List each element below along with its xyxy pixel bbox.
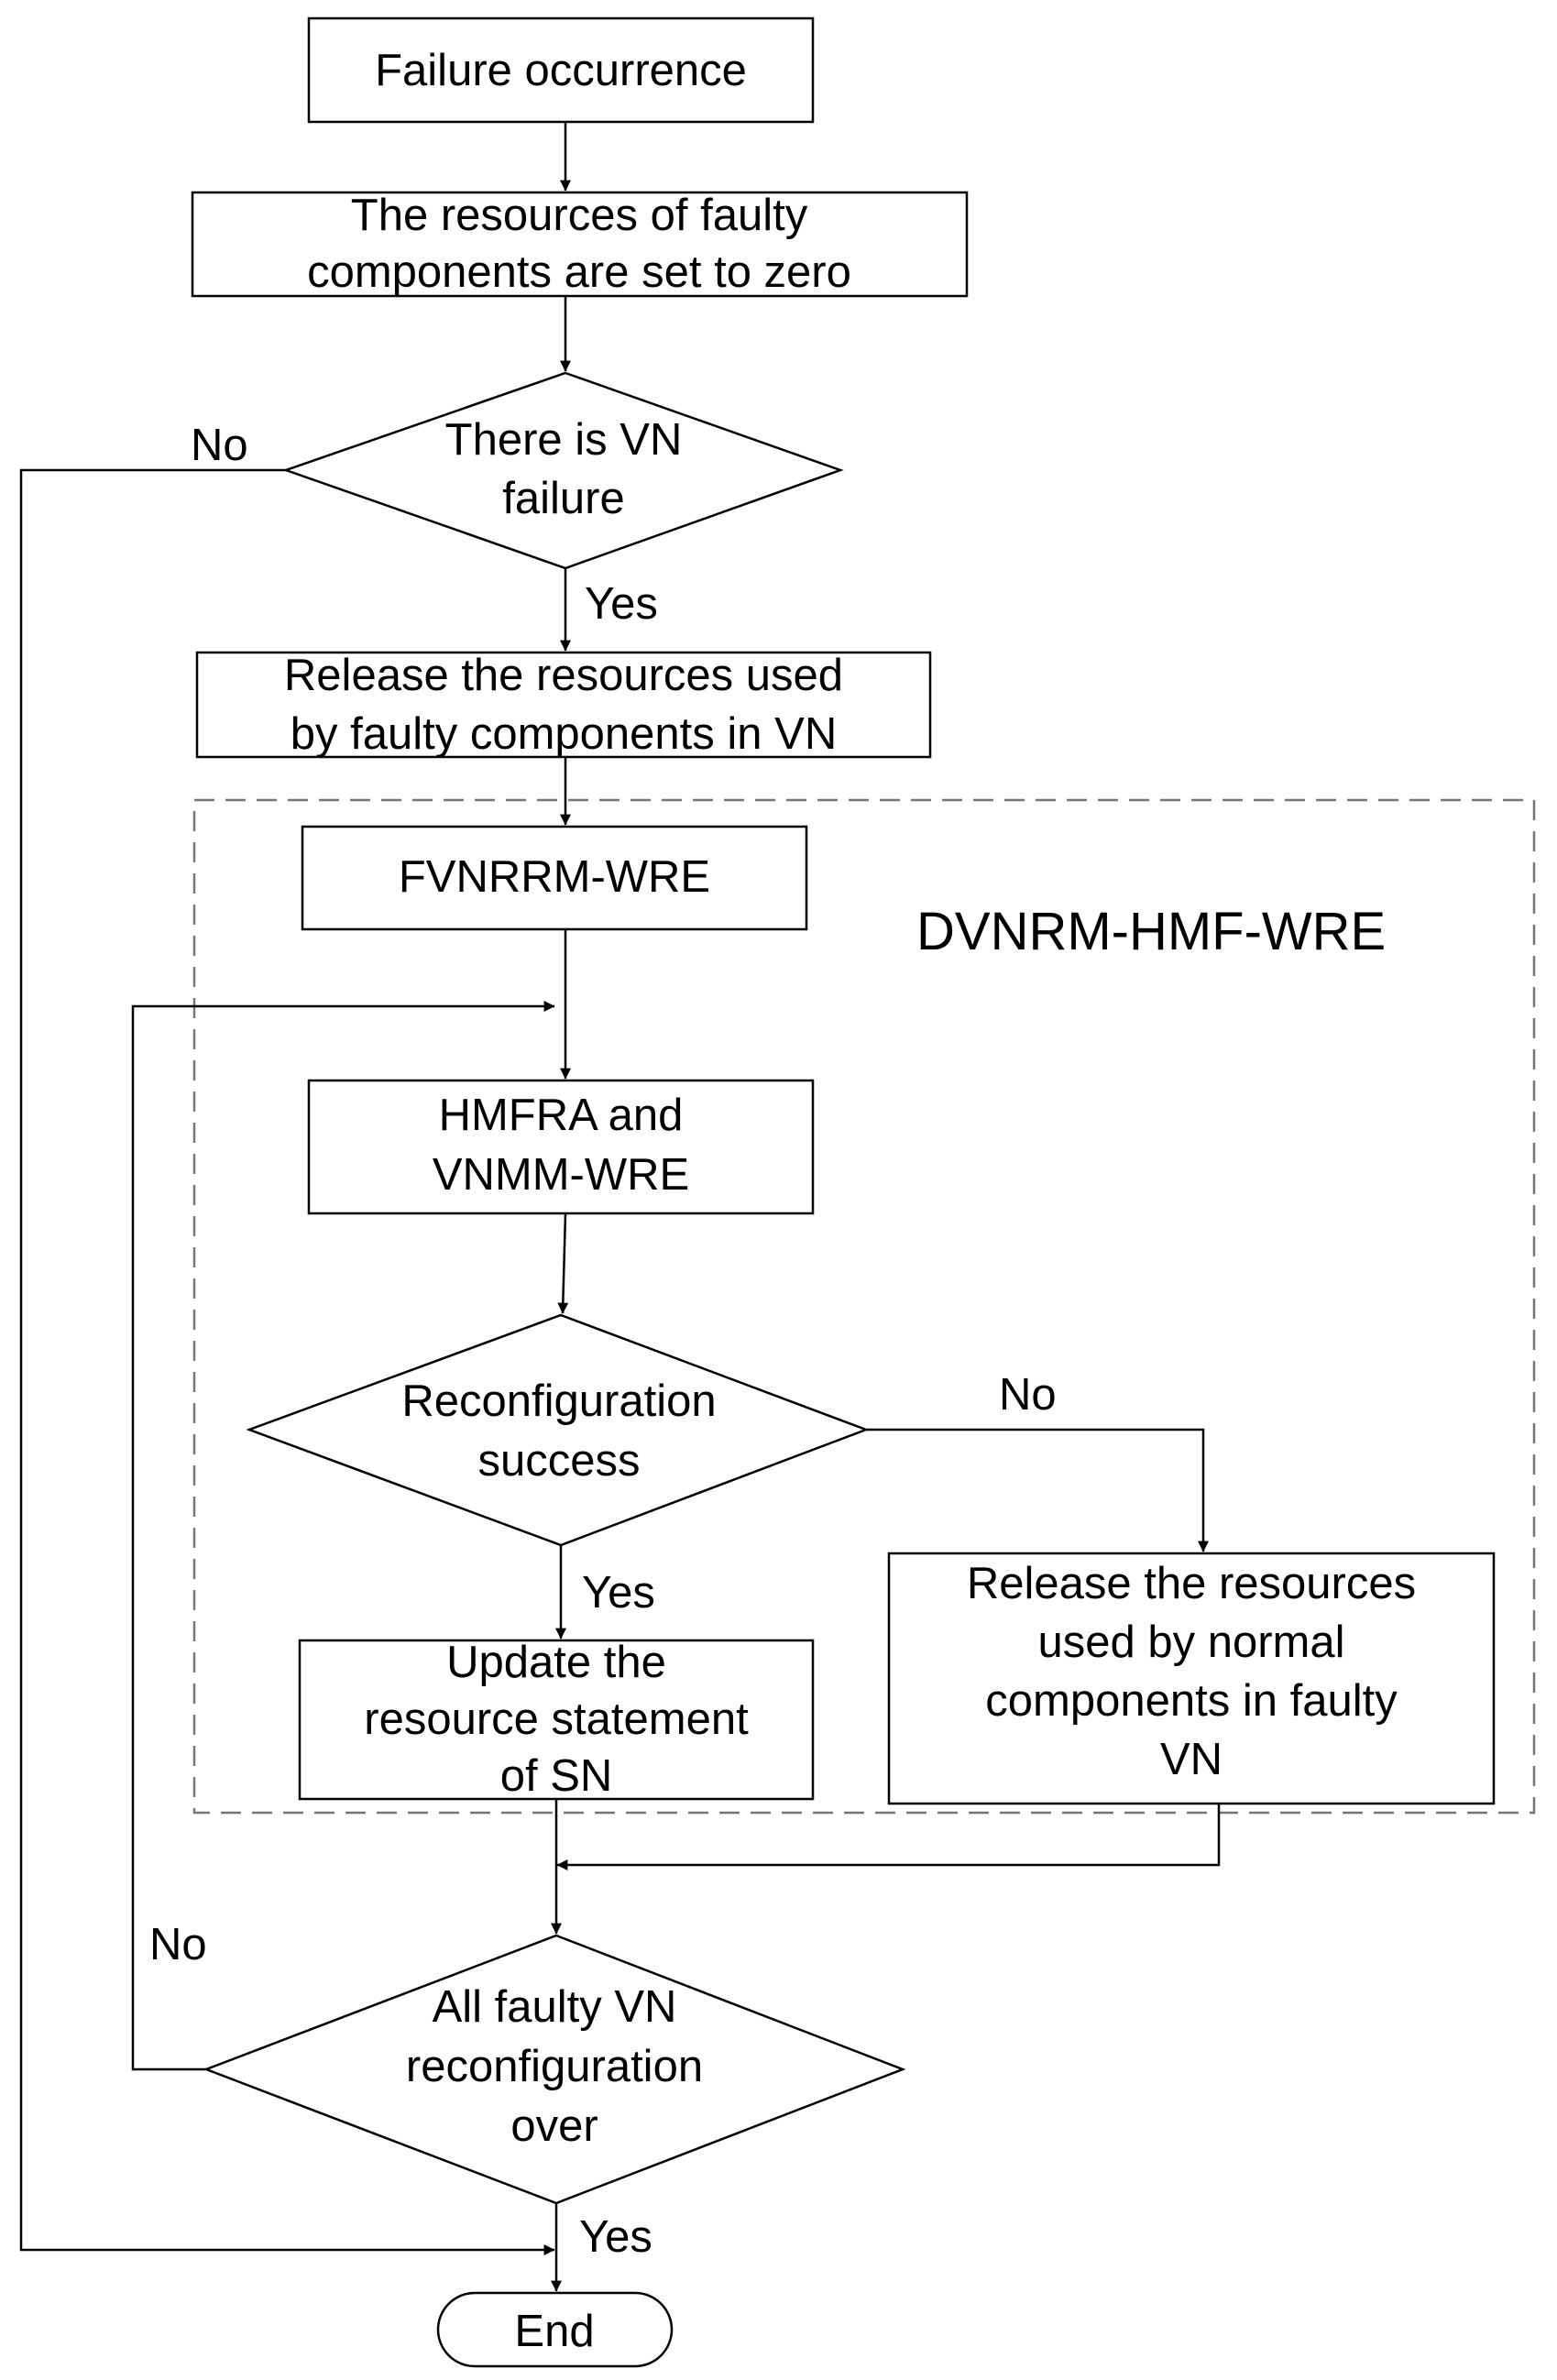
all-over-label-3: over bbox=[510, 2101, 598, 2151]
yes-all-over-label: Yes bbox=[579, 2212, 652, 2262]
dvnrm-group-border bbox=[192, 798, 1536, 1815]
set-zero-box bbox=[191, 191, 969, 298]
no-reconfig-path bbox=[866, 1428, 1209, 1552]
no-reconfig-label: No bbox=[999, 1370, 1057, 1420]
all-over-label-2: reconfiguration bbox=[406, 2042, 703, 2091]
hmfra-label-2: VNMM-WRE bbox=[433, 1150, 689, 1200]
no-all-over-loop bbox=[131, 1001, 555, 2071]
release-faulty-box bbox=[195, 651, 932, 759]
fvnrrm-box bbox=[301, 825, 808, 931]
release-normal-label-4: VN bbox=[1160, 1735, 1223, 1784]
failure-occurrence-label: Failure occurrence bbox=[375, 46, 747, 95]
arrow-hmfra-to-reconfig bbox=[557, 1212, 569, 1314]
update-label-2: resource statement bbox=[364, 1695, 749, 1744]
group-label: DVNRM-HMF-WRE bbox=[916, 902, 1386, 961]
no-all-over-label: No bbox=[149, 1920, 207, 1969]
reconfig-decision bbox=[246, 1313, 870, 1547]
update-label-3: of SN bbox=[500, 1751, 613, 1801]
reconfig-label-1: Reconfiguration bbox=[401, 1376, 716, 1426]
no-vn-failure-path bbox=[19, 468, 555, 2255]
update-box bbox=[298, 1639, 815, 1801]
no-vn-failure-label: No bbox=[191, 421, 248, 470]
release-normal-box bbox=[887, 1552, 1496, 1805]
set-zero-label-2: components are set to zero bbox=[307, 247, 851, 297]
yes-reconfig-label: Yes bbox=[582, 1568, 655, 1618]
release-normal-label-3: components in faulty bbox=[985, 1676, 1398, 1726]
vn-failure-label-1: There is VN bbox=[445, 415, 683, 465]
vn-failure-decision bbox=[282, 371, 844, 570]
release-faulty-label-2: by faulty components in VN bbox=[291, 709, 837, 759]
set-zero-label-1: The resources of faulty bbox=[351, 191, 808, 240]
release-normal-label-2: used by normal bbox=[1037, 1618, 1344, 1667]
release-normal-merge-path bbox=[556, 1804, 1221, 1870]
end-label: End bbox=[514, 2307, 594, 2356]
failure-occurrence-box bbox=[307, 16, 815, 124]
end-terminator bbox=[436, 2291, 674, 2368]
fvnrrm-label: FVNRRM-WRE bbox=[399, 852, 710, 902]
release-faulty-label-1: Release the resources used bbox=[284, 651, 843, 700]
update-label-1: Update the bbox=[446, 1638, 666, 1687]
reconfig-label-2: success bbox=[477, 1436, 640, 1486]
release-normal-label-1: Release the resources bbox=[967, 1559, 1416, 1608]
hmfra-box bbox=[307, 1079, 815, 1215]
hmfra-label-1: HMFRA and bbox=[439, 1091, 684, 1140]
all-over-label-1: All faulty VN bbox=[433, 1982, 677, 2032]
vn-failure-label-2: failure bbox=[502, 474, 624, 523]
yes-vn-failure-label: Yes bbox=[585, 579, 658, 629]
